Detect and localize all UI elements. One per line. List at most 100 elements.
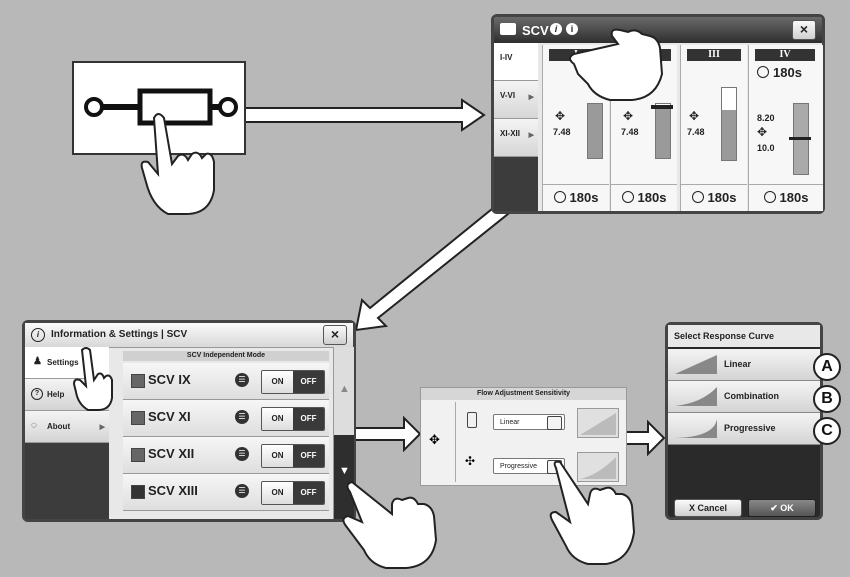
- scrollbar-thumb[interactable]: [334, 435, 354, 519]
- scroll-up-icon[interactable]: ▲: [339, 383, 350, 395]
- off-button[interactable]: OFF: [293, 482, 324, 504]
- option-label: Linear: [724, 359, 752, 369]
- option-marker-c: C: [813, 417, 841, 445]
- option-label: Progressive: [724, 423, 776, 433]
- timer-display[interactable]: 180s: [681, 184, 747, 211]
- flow-adjustment-panel: Flow Adjustment Sensitivity ✥ Linear ✣ P…: [420, 387, 627, 486]
- arrow-diagonal-icon: [354, 194, 520, 332]
- curve-option-progressive[interactable]: Progressive: [668, 413, 820, 445]
- tab-settings[interactable]: ♟ Settings: [25, 347, 109, 379]
- chevron-right-icon: ▶: [99, 424, 105, 431]
- on-button[interactable]: ON: [262, 482, 293, 504]
- slider-handle[interactable]: [651, 105, 673, 109]
- tab-xi-xii[interactable]: XI-XII▶: [494, 119, 538, 157]
- curve-option-combination[interactable]: Combination: [668, 381, 820, 413]
- sensitivity-dropdown[interactable]: Linear: [493, 414, 565, 430]
- sensitivity-dropdown[interactable]: Progressive: [493, 458, 565, 474]
- tab-label: I-IV: [500, 53, 513, 62]
- lever-icon: [467, 412, 477, 428]
- timer-display[interactable]: 180s: [749, 184, 823, 211]
- chevron-right-icon: ▶: [528, 94, 534, 101]
- settings-info-icon[interactable]: i: [566, 23, 578, 35]
- progressive-curve-icon: [675, 419, 717, 438]
- scv-app-icon: [500, 23, 516, 35]
- close-button[interactable]: ×: [792, 20, 816, 40]
- cancel-button[interactable]: X Cancel: [674, 499, 742, 517]
- off-button[interactable]: OFF: [293, 371, 324, 393]
- combination-curve-icon: [675, 387, 717, 406]
- flow-slider[interactable]: [721, 87, 737, 161]
- curve-option-linear[interactable]: Linear: [668, 349, 820, 381]
- option-marker-a: A: [813, 353, 841, 381]
- linear-curve-preview: [577, 408, 619, 438]
- column-header: IV: [755, 49, 815, 61]
- tab-label: Settings: [47, 358, 79, 367]
- timer-display[interactable]: 180s: [611, 184, 677, 211]
- tab-i-iv[interactable]: I-IV: [494, 43, 538, 81]
- info-icon[interactable]: i: [550, 23, 562, 35]
- scv-titlebar: SCV i i ×: [494, 17, 822, 43]
- pointing-hand-icon: [342, 480, 438, 569]
- progressive-curve-icon: [580, 457, 616, 479]
- info-title: Information & Settings | SCV: [51, 329, 188, 340]
- flow-slider[interactable]: [655, 103, 671, 159]
- scrollbar[interactable]: ▲ ▼: [333, 347, 354, 519]
- clock-icon: [621, 191, 634, 203]
- person-icon: ♟: [33, 356, 42, 367]
- on-button[interactable]: ON: [262, 445, 293, 467]
- help-icon: ?: [31, 388, 43, 400]
- info-titlebar: i Information & Settings | SCV ×: [25, 323, 353, 348]
- timer-top[interactable]: 180s: [757, 65, 802, 80]
- slider-handle[interactable]: [789, 137, 811, 140]
- divider: [455, 402, 456, 482]
- on-button[interactable]: ON: [262, 408, 293, 430]
- flow-value: 7.48: [687, 127, 705, 137]
- timer-display[interactable]: 180s: [543, 184, 609, 211]
- status-square: [131, 411, 145, 425]
- row-label: SCV XII: [148, 446, 195, 461]
- tab-v-vi[interactable]: V-VI ▶: [494, 81, 538, 119]
- flow-icon: ✥: [689, 109, 700, 123]
- flow-control-icon: ✥: [429, 432, 440, 447]
- linear-curve-icon: [675, 355, 717, 374]
- pointing-hand-icon: [569, 28, 664, 101]
- status-square: [131, 374, 145, 388]
- off-button[interactable]: OFF: [293, 408, 324, 430]
- status-square: [131, 448, 145, 462]
- arrow-right-icon: [241, 98, 486, 132]
- scv-title: SCV: [522, 23, 549, 38]
- timer-value: 180s: [637, 190, 667, 205]
- progressive-curve-preview: [577, 452, 619, 482]
- flow-icon: ✥: [757, 125, 768, 139]
- selector-icon: ☰: [235, 447, 249, 461]
- flow-slider[interactable]: [587, 103, 603, 159]
- move-icon: ✣: [465, 454, 476, 468]
- linear-curve-icon: [580, 413, 616, 435]
- clock-icon: [763, 191, 776, 203]
- off-button[interactable]: OFF: [293, 445, 324, 467]
- ok-button[interactable]: ✔ OK: [748, 499, 816, 517]
- pointing-hand-icon: [549, 460, 636, 565]
- close-button[interactable]: ×: [323, 325, 347, 345]
- dropdown-value: Progressive: [500, 463, 537, 470]
- timer-value: 180s: [569, 190, 599, 205]
- scroll-down-icon[interactable]: ▼: [339, 465, 350, 477]
- status-square: [131, 485, 145, 499]
- info-icon: i: [31, 328, 45, 342]
- tab-label: V-VI: [500, 91, 516, 100]
- scv-column-iv[interactable]: IV 180s 8.20 ✥ 10.0 180s: [748, 45, 823, 211]
- clock-icon: [553, 191, 566, 203]
- response-curve-panel: Select Response Curve Linear Combination…: [665, 322, 823, 520]
- clock-icon: [757, 66, 769, 78]
- tab-about[interactable]: ◌About▶: [25, 411, 109, 443]
- scv-column-iii[interactable]: III ✥ 7.48 180s: [680, 45, 747, 211]
- tab-label: XI-XII: [500, 129, 521, 138]
- on-button[interactable]: ON: [262, 371, 293, 393]
